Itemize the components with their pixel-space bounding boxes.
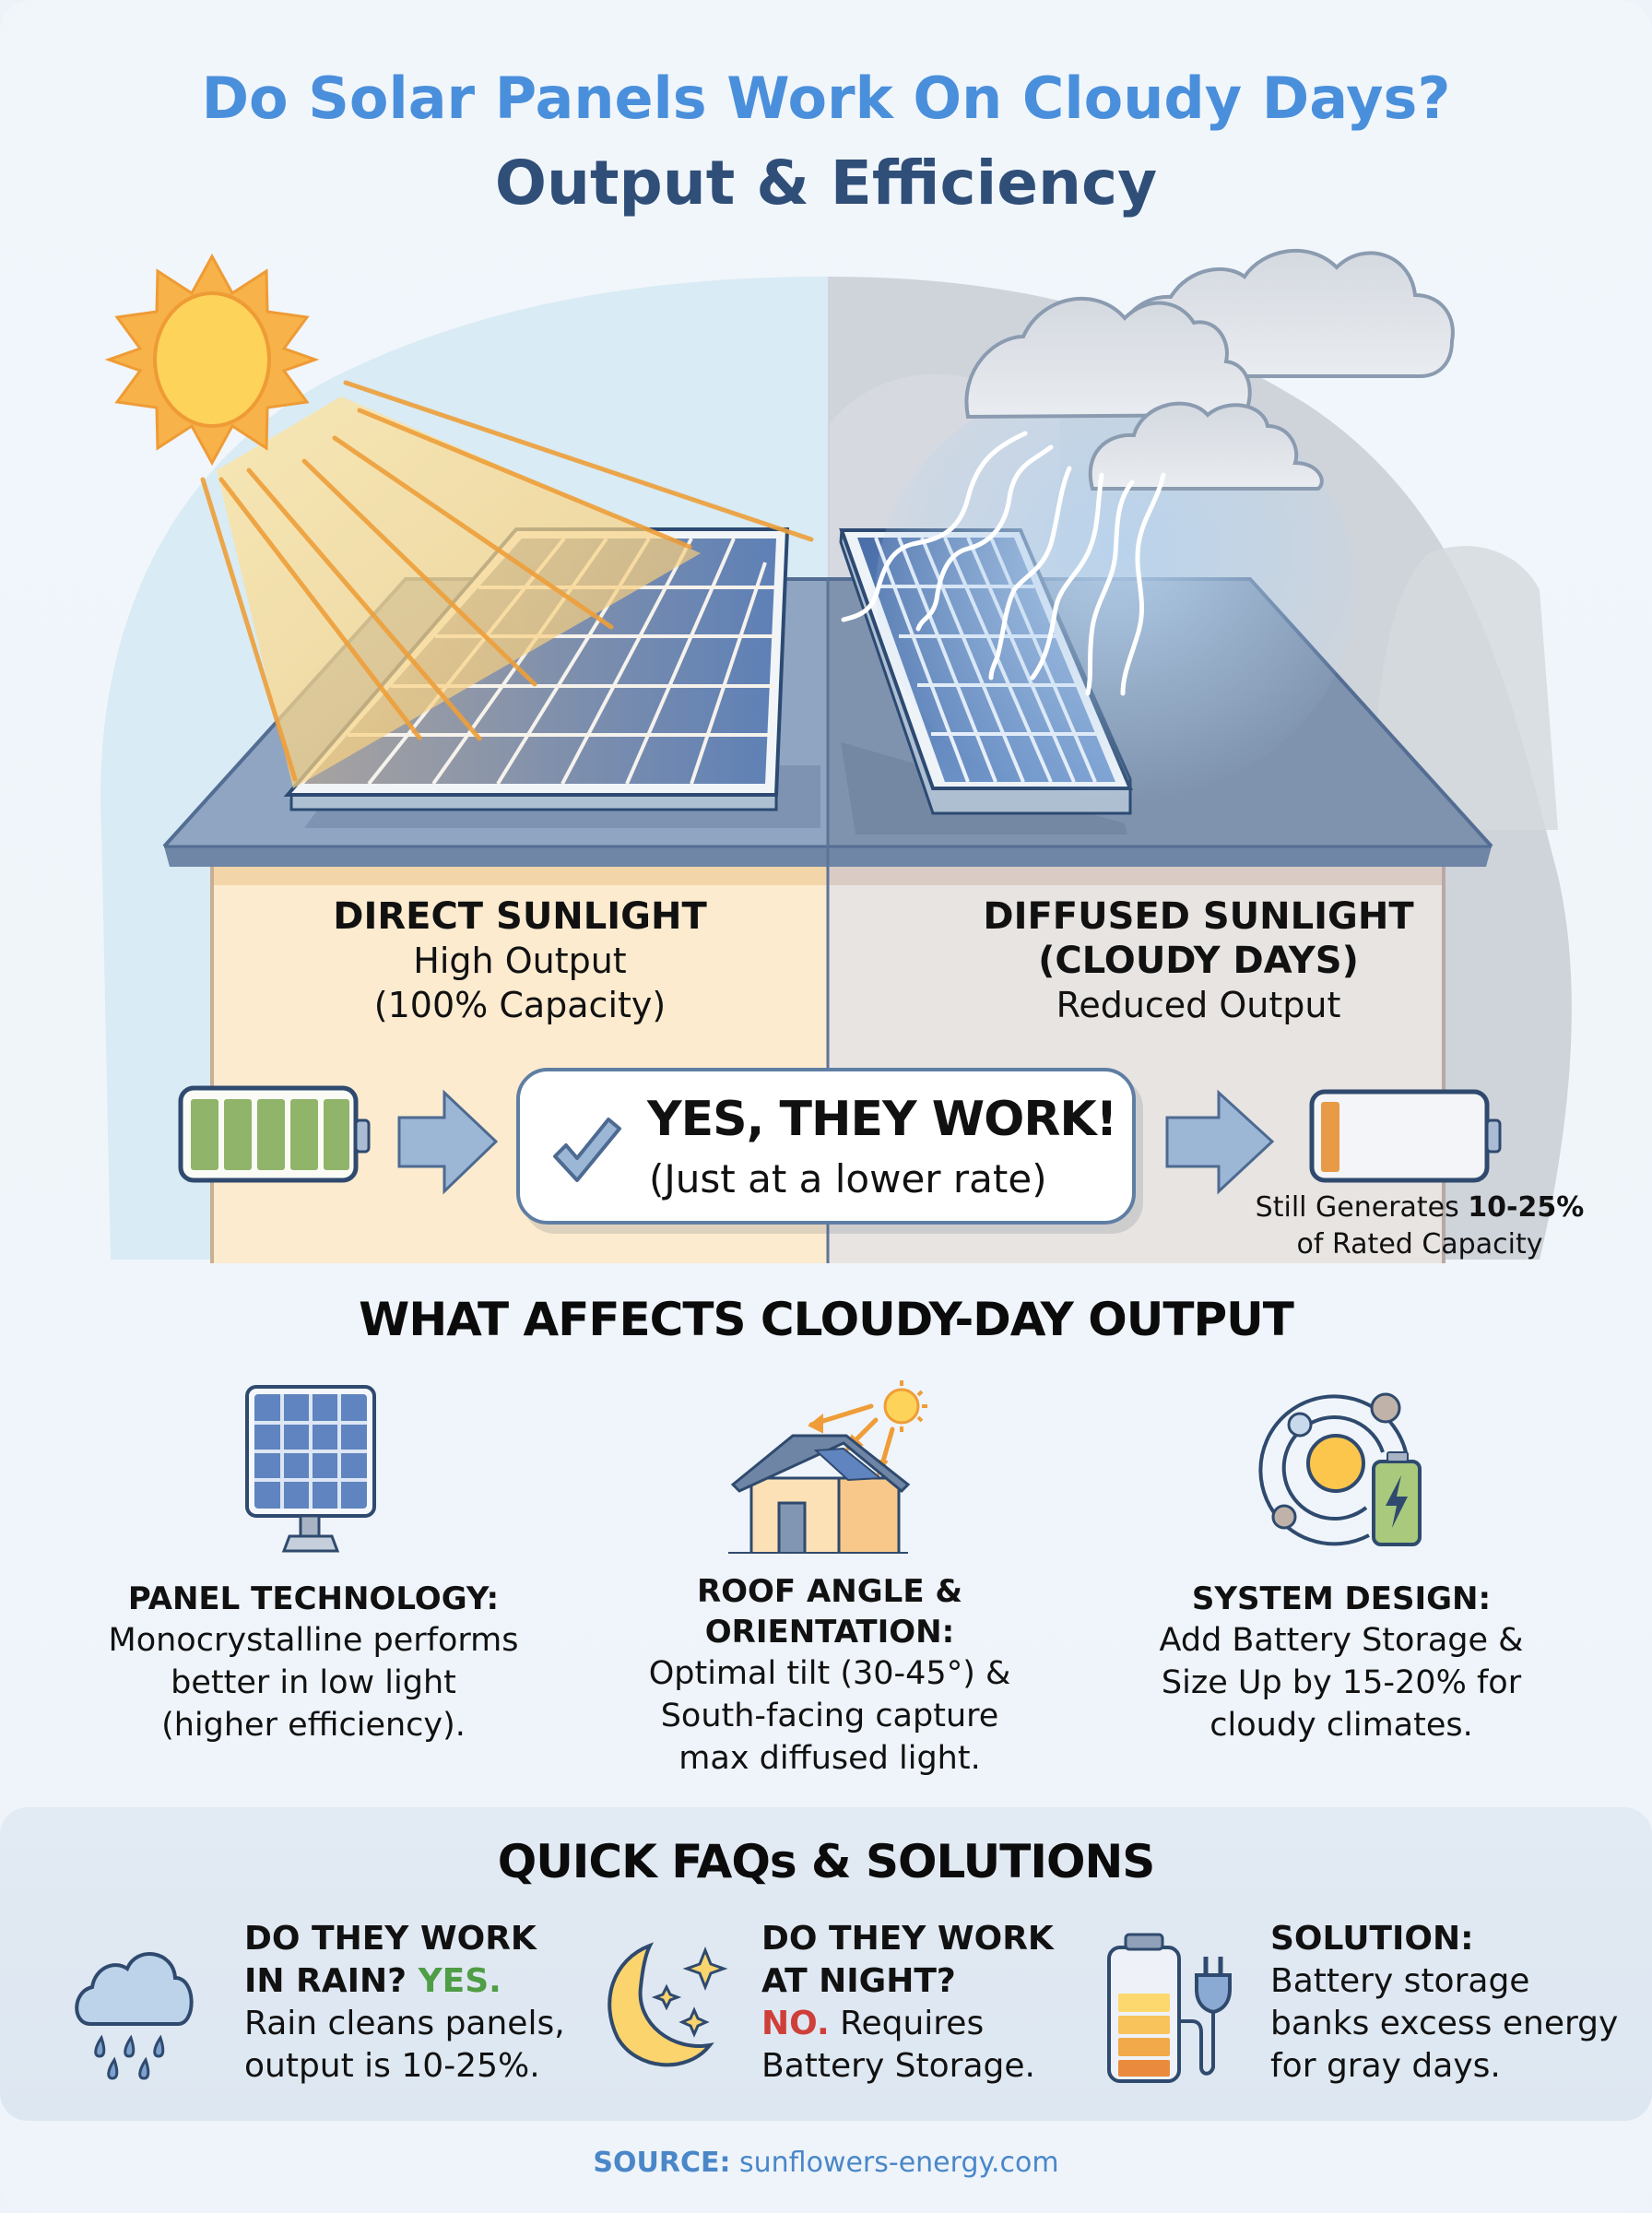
- system-battery-icon: [1258, 1392, 1422, 1546]
- factors-heading: WHAT AFFECTS CLOUDY-DAY OUTPUT: [359, 1293, 1294, 1346]
- faq-heading: QUICK FAQs & SOLUTIONS: [497, 1835, 1156, 1888]
- hero-illustration: [100, 248, 1572, 1263]
- moon-icon: [608, 1942, 728, 2067]
- faq-rain: DO THEY WORK IN RAIN? YES. Rain cleans p…: [244, 1920, 565, 2085]
- yes-badge: YES.: [418, 1962, 502, 2000]
- factor-roof-angle: ROOF ANGLE & ORIENTATION: Optimal tilt (…: [648, 1573, 1011, 1777]
- page-title: Do Solar Panels Work On Cloudy Days?: [201, 65, 1451, 132]
- faq-night: DO THEY WORK AT NIGHT? NO. Requires Batt…: [761, 1920, 1054, 2085]
- factor-system-design: SYSTEM DESIGN: Add Battery Storage & Siz…: [1159, 1580, 1524, 1744]
- faq-solution: SOLUTION: Battery storage banks excess e…: [1270, 1920, 1619, 2085]
- battery-full-icon: [178, 1085, 371, 1183]
- battery-low-icon: [1309, 1089, 1502, 1183]
- callout-subtext: (Just at a lower rate): [649, 1156, 1047, 1201]
- source-credit: SOURCE: sunflowers-energy.com: [593, 2147, 1059, 2179]
- cloud-icon: [964, 248, 1455, 491]
- source-link[interactable]: sunflowers-energy.com: [730, 2147, 1059, 2179]
- house-roof-icon: [728, 1380, 927, 1554]
- sun-small-icon: [883, 1380, 927, 1432]
- rain-cloud-icon: [75, 1952, 194, 2080]
- star-icons: [651, 1946, 728, 2038]
- diffused-sunlight-label: DIFFUSED SUNLIGHT (CLOUDY DAYS) Reduced …: [983, 895, 1414, 1025]
- page-subtitle: Output & Efficiency: [494, 148, 1158, 219]
- sun-icon: [104, 253, 320, 467]
- check-icon: [553, 1118, 621, 1182]
- solar-panel-icon: [245, 1385, 376, 1553]
- faq-panel: [0, 1807, 1652, 2121]
- arrow-right-icon: [397, 1089, 499, 1195]
- factor-panel-technology: PANEL TECHNOLOGY: Monocrystalline perfor…: [108, 1580, 519, 1744]
- yes-they-work-callout: YES, THEY WORK! (Just at a lower rate): [516, 1068, 1136, 1225]
- output-note: Still Generates 10-25% of Rated Capacity: [1255, 1191, 1585, 1260]
- callout-heading: YES, THEY WORK!: [647, 1092, 1117, 1147]
- direct-sunlight-label: DIRECT SUNLIGHT High Output (100% Capaci…: [333, 895, 707, 1025]
- battery-plug-icon: [1107, 1933, 1232, 2083]
- no-badge: NO.: [761, 2005, 830, 2042]
- arrow-right-icon-2: [1165, 1089, 1275, 1195]
